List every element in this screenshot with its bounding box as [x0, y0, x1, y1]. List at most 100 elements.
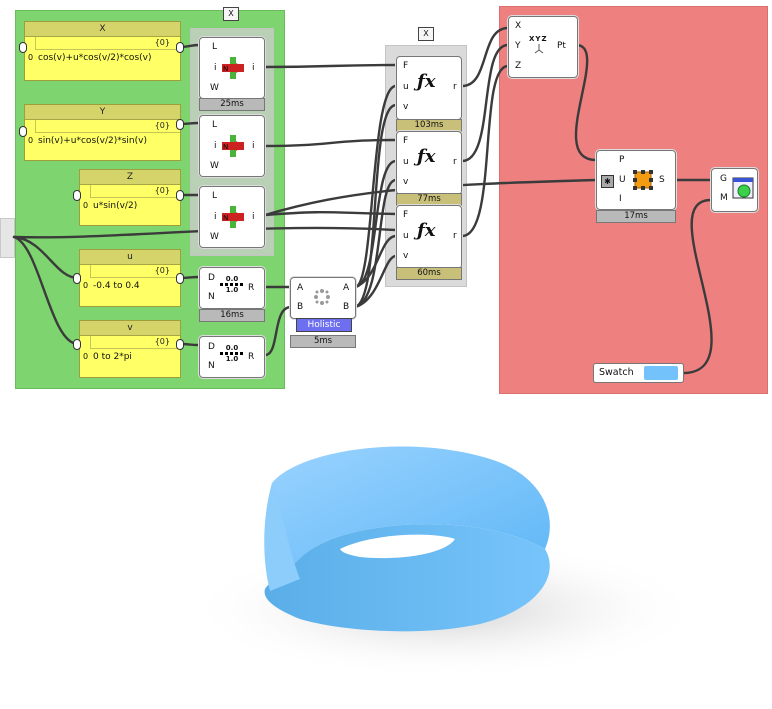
- evaluate-component-2[interactable]: F u v r ƒx: [396, 131, 462, 195]
- range-component-v[interactable]: D N R 0.0 1.0: [199, 336, 265, 378]
- expression-component-3[interactable]: L i W i N: [199, 186, 265, 248]
- surface-from-points-component[interactable]: P U I S ✱: [596, 150, 676, 210]
- wire-eval3-to-z: [460, 64, 510, 238]
- boolean-toggle-icon[interactable]: ✱: [601, 175, 614, 188]
- custom-preview-component[interactable]: G M: [711, 168, 758, 212]
- group-tag-expression[interactable]: X: [223, 7, 239, 21]
- preview-input-m[interactable]: M: [720, 193, 728, 203]
- eval2-input-v[interactable]: v: [403, 177, 409, 187]
- panel-v-title: v: [80, 321, 180, 336]
- range-icon: 0.0 1.0: [220, 344, 244, 363]
- panel-z-input[interactable]: [73, 190, 81, 201]
- surface-input-i[interactable]: I: [619, 194, 622, 204]
- eval2-input-f[interactable]: F: [403, 136, 409, 146]
- wire-range-v-to-holistic: [263, 305, 293, 357]
- panel-u-title: u: [80, 250, 180, 265]
- panel-v-input[interactable]: [73, 339, 81, 350]
- range-u-timer: 16ms: [199, 309, 265, 322]
- swatch-color[interactable]: [644, 366, 678, 380]
- holistic-output-b[interactable]: B: [343, 302, 350, 312]
- expr3-input-i[interactable]: i: [214, 212, 217, 222]
- holistic-timer: 5ms: [290, 335, 356, 348]
- surface-input-u[interactable]: U: [619, 175, 626, 185]
- eval3-input-v[interactable]: v: [403, 251, 409, 261]
- panel-u-item: 0: [83, 281, 89, 290]
- expr2-input-i[interactable]: i: [214, 141, 217, 151]
- range-u-num-top: 0.0: [225, 275, 239, 283]
- point-input-y[interactable]: Y: [515, 41, 521, 51]
- range-u-input-n[interactable]: N: [208, 292, 215, 302]
- surface-input-p[interactable]: P: [619, 155, 625, 165]
- panel-u-output[interactable]: [176, 273, 184, 284]
- panel-y-input[interactable]: [19, 126, 27, 137]
- holistic-component[interactable]: A B A B: [290, 277, 356, 319]
- panel-x-title: X: [25, 22, 180, 37]
- range-u-output-r[interactable]: R: [248, 283, 255, 293]
- panel-u-input[interactable]: [73, 273, 81, 284]
- eval3-output-r[interactable]: r: [453, 231, 457, 241]
- expr1-output-i[interactable]: i: [252, 63, 255, 73]
- eval1-output-r[interactable]: r: [453, 82, 457, 92]
- expr2-input-l[interactable]: L: [212, 120, 218, 130]
- expression-icon: N: [222, 135, 244, 157]
- range-component-u[interactable]: D N R 0.0 1.0: [199, 267, 265, 309]
- panel-z-output[interactable]: [176, 190, 184, 201]
- panel-x-output[interactable]: [176, 42, 184, 53]
- swatch-component[interactable]: Swatch: [593, 363, 684, 383]
- expr1-input-l[interactable]: L: [212, 42, 218, 52]
- evaluate-component-3[interactable]: F u v r ƒx: [396, 205, 462, 269]
- panel-y-output[interactable]: [176, 119, 184, 130]
- group-tag-evaluate[interactable]: X: [418, 27, 434, 41]
- svg-text:N: N: [223, 65, 228, 73]
- svg-text:N: N: [223, 143, 228, 151]
- holistic-input-a[interactable]: A: [297, 283, 304, 293]
- holistic-input-b[interactable]: B: [297, 302, 304, 312]
- holistic-label[interactable]: Holistic: [296, 318, 352, 332]
- expression-component-1[interactable]: L i W i N: [199, 37, 265, 99]
- surface-output-s[interactable]: S: [659, 175, 665, 185]
- range-u-input-d[interactable]: D: [208, 273, 215, 283]
- expr2-input-w[interactable]: W: [210, 161, 219, 171]
- wire-hol-b-to-eval2v: [353, 178, 398, 309]
- eval1-input-v[interactable]: v: [403, 102, 409, 112]
- eval3-timer: 60ms: [396, 267, 462, 280]
- construct-point-component[interactable]: X Y Z Pt XYZ: [508, 16, 578, 78]
- preview-icon: [732, 177, 754, 199]
- eval2-input-u[interactable]: u: [403, 157, 409, 167]
- point-input-x[interactable]: X: [515, 21, 522, 31]
- holistic-output-a[interactable]: A: [343, 283, 350, 293]
- point-input-z[interactable]: Z: [515, 61, 522, 71]
- expr1-input-i[interactable]: i: [214, 63, 217, 73]
- range-v-input-n[interactable]: N: [208, 361, 215, 371]
- panel-v-index: {0}: [90, 336, 180, 349]
- panel-y[interactable]: Y {0} 0 sin(v)+u*cos(v/2)*sin(v): [24, 104, 181, 161]
- expr1-input-w[interactable]: W: [210, 83, 219, 93]
- eval1-input-u[interactable]: u: [403, 82, 409, 92]
- expr2-output-i[interactable]: i: [252, 141, 255, 151]
- mobius-back-band: [270, 446, 550, 569]
- wire-hol-a-to-eval3u: [353, 234, 398, 289]
- evaluate-component-1[interactable]: F u v r ƒx: [396, 56, 462, 120]
- range-v-input-d[interactable]: D: [208, 342, 215, 352]
- expr3-output-i[interactable]: i: [252, 212, 255, 222]
- panel-x[interactable]: X {0} 0 cos(v)+u*cos(v/2)*cos(v): [24, 21, 181, 81]
- eval2-output-r[interactable]: r: [453, 157, 457, 167]
- expr3-input-l[interactable]: L: [212, 191, 218, 201]
- eval3-input-f[interactable]: F: [403, 210, 409, 220]
- wire-stub-to-eval: [12, 226, 398, 239]
- expression-component-2[interactable]: L i W i N: [199, 115, 265, 177]
- eval3-input-u[interactable]: u: [403, 231, 409, 241]
- preview-input-g[interactable]: G: [720, 174, 727, 184]
- eval1-input-f[interactable]: F: [403, 61, 409, 71]
- range-v-output-r[interactable]: R: [248, 352, 255, 362]
- panel-u[interactable]: u {0} 0 -0.4 to 0.4: [79, 249, 181, 307]
- expr3-input-w[interactable]: W: [210, 232, 219, 242]
- point-output-pt[interactable]: Pt: [557, 41, 566, 51]
- panel-u-value: -0.4 to 0.4: [93, 281, 140, 291]
- panel-x-item: 0: [28, 53, 34, 62]
- point-icon: [534, 44, 544, 54]
- panel-v[interactable]: v {0} 0 0 to 2*pi: [79, 320, 181, 378]
- panel-z[interactable]: Z {0} 0 u*sin(v/2): [79, 169, 181, 226]
- panel-v-output[interactable]: [176, 339, 184, 350]
- panel-x-input[interactable]: [19, 42, 27, 53]
